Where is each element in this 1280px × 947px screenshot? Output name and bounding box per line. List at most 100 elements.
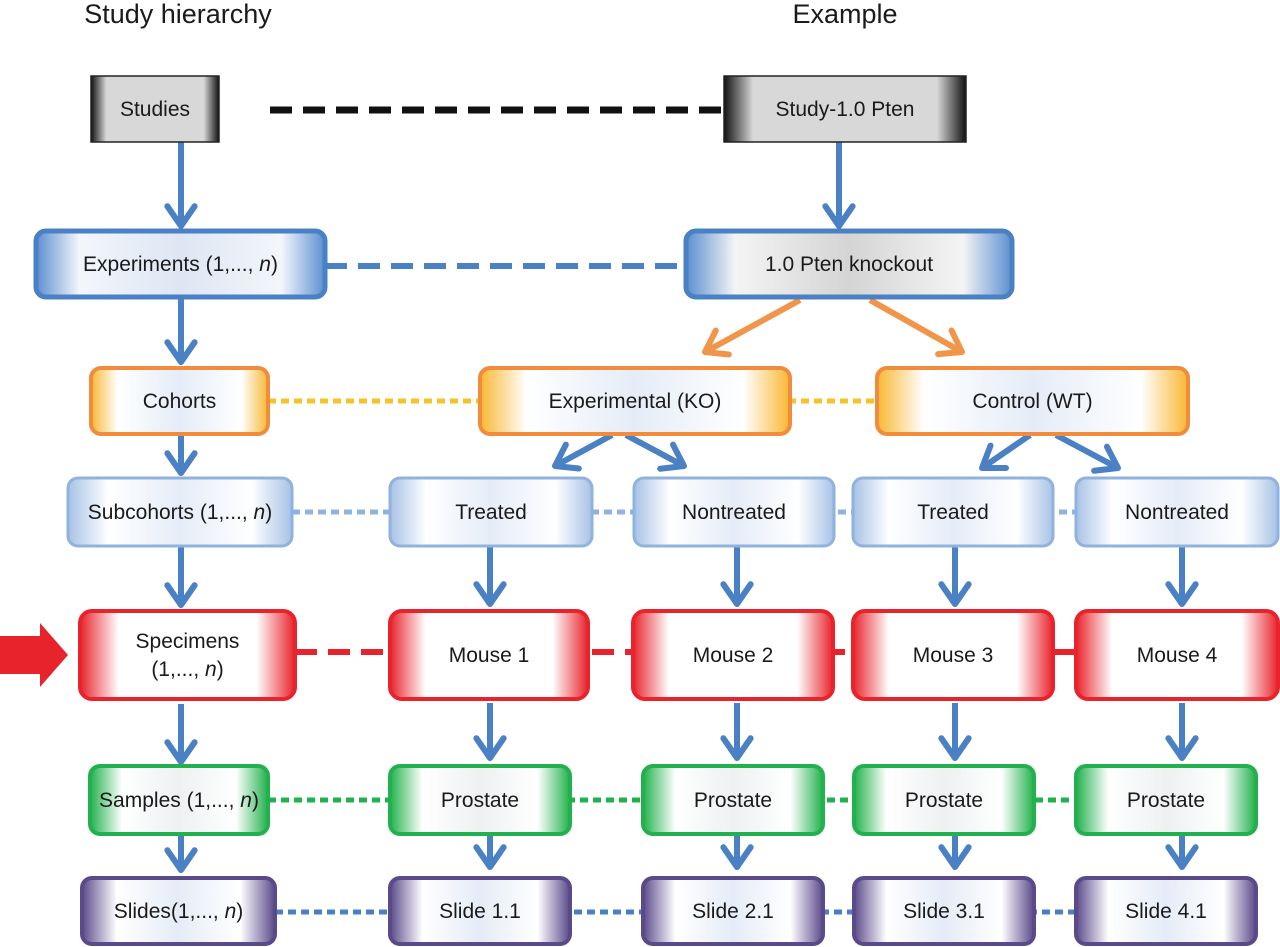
arrow-study-experiment (822, 141, 856, 229)
box-slide-2: Slide 2.1 (641, 876, 825, 946)
box-slide-4-shape (1074, 876, 1258, 946)
box-slide-3-shape (852, 876, 1036, 946)
arrows (164, 141, 1199, 873)
label-text: Mouse 3 (913, 644, 994, 667)
arrow-cohorts-subcohorts (164, 435, 198, 476)
box-prostate-4-shape (1074, 764, 1258, 836)
arrow-prostate-slide-4 (1165, 834, 1199, 870)
arrow-wt-treated-head (979, 442, 1009, 472)
arrow-prostate-slide-2-head (720, 844, 754, 870)
box-cohorts-label: Cohorts (143, 390, 217, 413)
box-mouse-2-shape (631, 609, 835, 701)
box-slides-label: Slides(1,..., n) (114, 900, 244, 923)
box-slide-2-shape (641, 876, 825, 946)
box-samples: Samples (1,..., n) (88, 764, 270, 836)
box-subcohort-1-shape (388, 476, 594, 548)
box-subcohorts-shape (66, 476, 294, 548)
arrow-prostate-slide-2 (720, 834, 754, 870)
box-subcohort-2: Nontreated (632, 476, 836, 548)
arrow-experiments-cohorts-head (164, 339, 198, 365)
arrow-subcohort-mouse-3-head (938, 581, 972, 607)
arrow-ko-nontreated-head (657, 441, 687, 472)
italic-variable: n (254, 501, 266, 524)
label-text: Slide 4.1 (1125, 900, 1207, 923)
label-text: ) (217, 658, 224, 681)
box-mouse-2: Mouse 2 (631, 609, 835, 701)
arrow-ko-treated-head (552, 441, 582, 472)
label-text: Slide 1.1 (439, 900, 521, 923)
italic-variable: n (240, 789, 252, 812)
header-study-hierarchy: Study hierarchy (84, 0, 272, 29)
box-cohorts-shape (89, 366, 270, 436)
arrow-subcohort-mouse-2-head (720, 581, 754, 607)
label-text: Treated (455, 501, 527, 524)
box-subcohort-3-label: Treated (917, 501, 989, 524)
box-subcohort-1-label: Treated (455, 501, 527, 524)
arrow-subcohorts-specimens-head (164, 582, 198, 608)
box-prostate-2-label: Prostate (694, 789, 772, 812)
label-text: Slides(1,..., (114, 900, 225, 923)
box-cohort-ko-label: Experimental (KO) (549, 390, 722, 413)
arrow-studies-experiments-head (164, 203, 198, 229)
box-studies-label: Studies (120, 98, 190, 121)
italic-variable: n (225, 900, 237, 923)
italic-variable: n (259, 253, 271, 276)
arrow-specimens-samples-head (164, 739, 198, 765)
arrow-prostate-slide-1-head (473, 844, 507, 870)
box-mouse-3-label: Mouse 3 (913, 644, 994, 667)
box-mouse-4-shape (1074, 609, 1280, 701)
label-text: Samples (1,..., (99, 789, 240, 812)
label-text: ) (236, 900, 243, 923)
box-prostate-3-shape (852, 764, 1036, 836)
box-studies: Studies (90, 75, 220, 143)
box-specimens-shape (78, 609, 297, 701)
arrow-subcohort-mouse-1 (473, 547, 507, 607)
box-mouse-1-shape (388, 609, 590, 701)
arrow-ko-treated (552, 432, 614, 472)
box-slide-1: Slide 1.1 (388, 876, 572, 946)
box-subcohort-1: Treated (388, 476, 594, 548)
arrow-prostate-slide-3-head (938, 844, 972, 870)
label-text: Subcohorts (1,..., (88, 501, 254, 524)
box-mouse-2-label: Mouse 2 (693, 644, 774, 667)
box-subcohort-4-shape (1074, 476, 1280, 548)
label-text: Experimental (KO) (549, 390, 722, 413)
arrow-samples-slides-head (164, 847, 198, 873)
arrow-subcohort-mouse-1-head (473, 581, 507, 607)
box-cohort-ko: Experimental (KO) (478, 366, 792, 436)
arrow-subcohorts-specimens (164, 547, 198, 608)
box-mouse-4: Mouse 4 (1074, 609, 1280, 701)
label-text: Slide 2.1 (692, 900, 774, 923)
arrow-experiment-wt (868, 297, 965, 358)
box-prostate-2-shape (641, 764, 825, 836)
arrow-subcohort-mouse-2 (720, 547, 754, 607)
box-study-example-label: Study-1.0 Pten (776, 98, 915, 121)
arrow-mouse-prostate-3 (938, 703, 972, 761)
box-prostate-4-label: Prostate (1127, 789, 1205, 812)
box-prostate-1: Prostate (388, 764, 572, 836)
box-slide-1-label: Slide 1.1 (439, 900, 521, 923)
box-samples-shape (88, 764, 270, 836)
label-text: Nontreated (682, 501, 786, 524)
label-text: Experiments (1,..., (83, 253, 259, 276)
label-text: ) (252, 789, 259, 812)
box-experiment-example: 1.0 Pten knockout (683, 228, 1015, 300)
arrow-prostate-slide-4-head (1165, 844, 1199, 870)
box-subcohort-4-label: Nontreated (1125, 501, 1229, 524)
label-text: Prostate (905, 789, 983, 812)
box-subcohorts: Subcohorts (1,..., n) (66, 476, 294, 548)
arrow-prostate-slide-1 (473, 834, 507, 870)
arrow-mouse-prostate-4 (1165, 703, 1199, 761)
box-specimens-label: Specimens (136, 630, 240, 653)
box-slide-4: Slide 4.1 (1074, 876, 1258, 946)
arrow-ko-nontreated (624, 432, 687, 472)
label-text: Prostate (441, 789, 519, 812)
label-text: Nontreated (1125, 501, 1229, 524)
box-prostate-1-label: Prostate (441, 789, 519, 812)
label-text: Mouse 4 (1137, 644, 1218, 667)
arrow-cohorts-subcohorts-head (164, 450, 198, 476)
box-experiments-shape (33, 228, 328, 300)
arrow-mouse-prostate-1-head (473, 735, 507, 761)
box-samples-label: Samples (1,..., n) (99, 789, 259, 812)
